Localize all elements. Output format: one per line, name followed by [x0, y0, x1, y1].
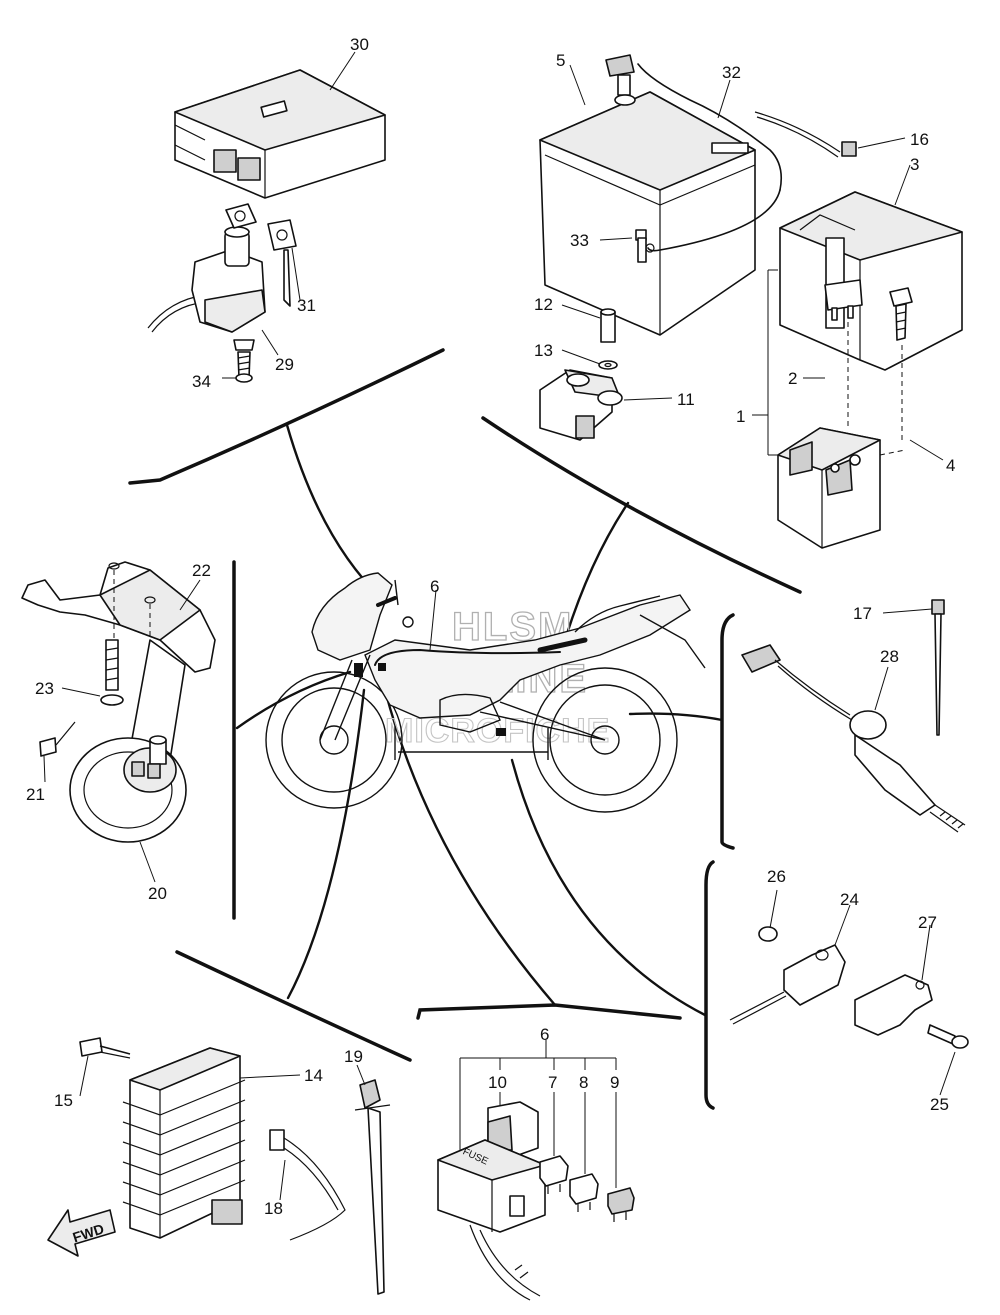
- callout-33: 33: [570, 231, 589, 250]
- ignition-switch: [147, 203, 297, 383]
- sensor-cable: [741, 599, 966, 833]
- motorcycle-silhouette: [265, 572, 706, 813]
- callout-18: 18: [264, 1199, 283, 1218]
- callout-11: 11: [677, 390, 695, 409]
- starter-relay: [777, 279, 913, 549]
- callout-12: 12: [534, 295, 553, 314]
- callout-24: 24: [840, 890, 859, 909]
- ecu-unit: [174, 69, 386, 199]
- callout-6-bike: 6: [430, 577, 439, 596]
- callout-34: 34: [192, 372, 211, 391]
- callout-19: 19: [344, 1047, 363, 1066]
- callout-8: 8: [579, 1073, 588, 1092]
- callout-13: 13: [534, 341, 553, 360]
- callout-20: 20: [148, 884, 167, 903]
- side-stand-switch: [729, 926, 969, 1049]
- callout-numbers: 30 5 32 16 3 31 29 34 33 12 13 11 2 1 4 …: [26, 35, 955, 1218]
- callout-16: 16: [910, 130, 929, 149]
- callout-30: 30: [350, 35, 369, 54]
- leader-curves: [235, 423, 724, 1017]
- callout-22: 22: [192, 561, 211, 580]
- callout-15: 15: [54, 1091, 73, 1110]
- callout-6-fusebox: 6: [540, 1025, 549, 1044]
- rectifier-regulator: [79, 1037, 246, 1239]
- battery: [539, 54, 857, 441]
- callout-4: 4: [946, 456, 955, 475]
- fuse-box: FUSE: [437, 1101, 635, 1301]
- callout-31: 31: [297, 296, 316, 315]
- callout-28: 28: [880, 647, 899, 666]
- callout-1: 1: [736, 407, 745, 426]
- callout-32: 32: [722, 63, 741, 82]
- callout-21: 21: [26, 785, 45, 804]
- cover: [779, 191, 963, 371]
- callout-29: 29: [275, 355, 294, 374]
- callout-7: 7: [548, 1073, 557, 1092]
- horn-assembly: [21, 561, 216, 843]
- callout-3: 3: [910, 155, 919, 174]
- callout-23: 23: [35, 679, 54, 698]
- callout-5: 5: [556, 51, 565, 70]
- callout-27: 27: [918, 913, 937, 932]
- callout-10: 10: [488, 1073, 507, 1092]
- callout-9: 9: [610, 1073, 619, 1092]
- callout-26: 26: [767, 867, 786, 886]
- group-frame-lines: [128, 348, 802, 1110]
- callout-2: 2: [788, 369, 797, 388]
- callout-25: 25: [930, 1095, 949, 1114]
- callout-14: 14: [304, 1066, 323, 1085]
- cable-ties: [269, 1079, 391, 1295]
- callout-17: 17: [853, 604, 872, 623]
- fwd-arrow: FWD: [47, 1209, 116, 1257]
- callout-leaders: [43, 51, 956, 1201]
